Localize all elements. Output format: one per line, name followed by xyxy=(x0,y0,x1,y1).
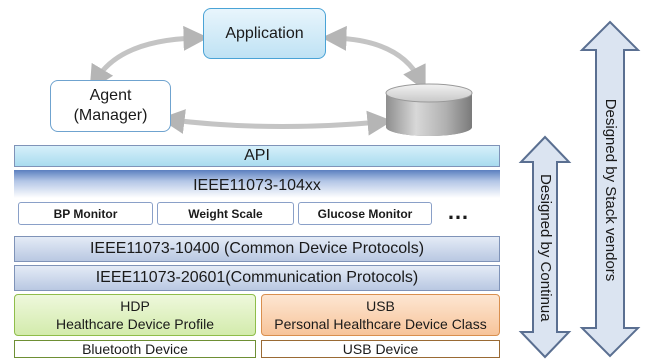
hdp-full-label: Healthcare Device Profile xyxy=(56,316,214,332)
continua-double-arrow xyxy=(518,135,572,359)
ieee-10400-label: IEEE11073-10400 (Common Device Protocols… xyxy=(89,240,425,257)
manager-label: (Manager) xyxy=(73,107,148,124)
ieee-20601-layer: IEEE11073-20601(Communication Protocols) xyxy=(14,265,500,291)
database-icon xyxy=(385,83,473,136)
usb-label: USB xyxy=(366,298,395,314)
hdp-label: HDP xyxy=(120,298,150,314)
bp-monitor-box: BP Monitor xyxy=(18,202,153,225)
ieee-20601-label: IEEE11073-20601(Communication Protocols) xyxy=(95,269,419,286)
weight-scale-box: Weight Scale xyxy=(157,202,294,225)
hdp-layer: HDP Healthcare Device Profile xyxy=(14,294,256,336)
cycle-arrow-application-agent xyxy=(89,25,209,91)
bp-monitor-label: BP Monitor xyxy=(53,206,118,221)
ieee-104xx-label: IEEE11073-104xx xyxy=(193,177,321,194)
bluetooth-device-label: Bluetooth Device xyxy=(82,341,188,357)
agent-label: Agent xyxy=(89,87,132,104)
application-box: Application xyxy=(203,8,326,59)
agent-box: Agent (Manager) xyxy=(50,80,171,132)
ieee-104xx-layer: IEEE11073-104xx xyxy=(14,170,500,198)
application-label: Application xyxy=(225,24,304,42)
cycle-arrow-agent-database xyxy=(159,109,393,136)
usb-device-label: USB Device xyxy=(342,341,419,357)
designed-by-stack-vendors-label: Designed by Stack vendors xyxy=(602,98,619,282)
api-layer: API xyxy=(14,145,500,167)
usb-phdc-layer: USB Personal Healthcare Device Class xyxy=(261,294,500,336)
ellipsis-label: … xyxy=(447,199,469,224)
usb-device-box: USB Device xyxy=(261,340,500,358)
cycle-arrow-application-database xyxy=(321,25,426,92)
more-devices-ellipsis: … xyxy=(438,199,478,224)
api-label: API xyxy=(244,147,270,164)
glucose-monitor-box: Glucose Monitor xyxy=(298,202,432,225)
ieee-10400-layer: IEEE11073-10400 (Common Device Protocols… xyxy=(14,236,500,262)
stack-vendors-double-arrow xyxy=(579,20,641,358)
weight-scale-label: Weight Scale xyxy=(188,206,263,221)
glucose-monitor-label: Glucose Monitor xyxy=(317,206,413,221)
bluetooth-device-box: Bluetooth Device xyxy=(14,340,256,358)
designed-by-continua-label: Designed by Continua xyxy=(537,174,554,322)
usb-phdc-full-label: Personal Healthcare Device Class xyxy=(274,316,487,332)
